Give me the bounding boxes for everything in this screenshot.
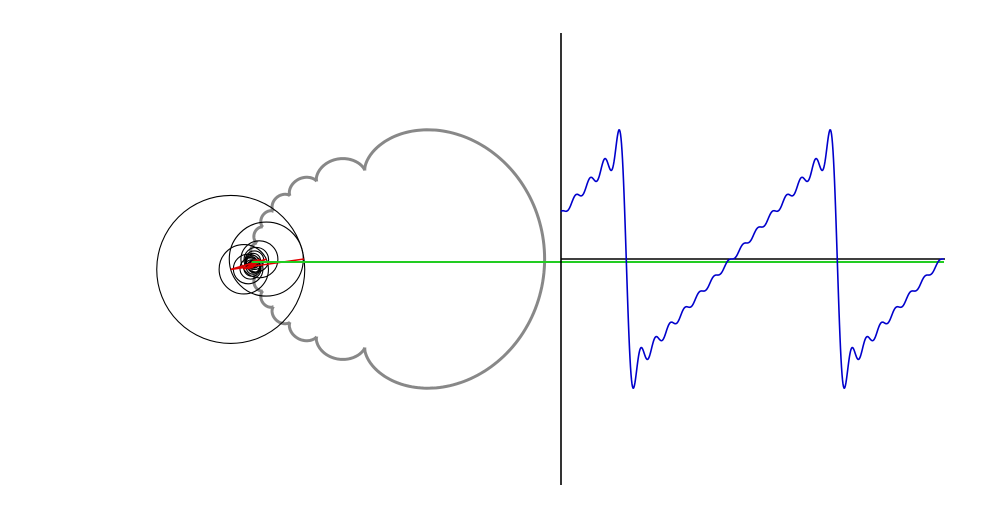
- epicycle-panel: [156, 128, 547, 390]
- waveform-panel: [560, 33, 945, 485]
- sawtooth-waveform: [560, 129, 945, 390]
- epicycle-circle-3: [218, 244, 270, 295]
- epicycle-circle-1: [156, 194, 306, 344]
